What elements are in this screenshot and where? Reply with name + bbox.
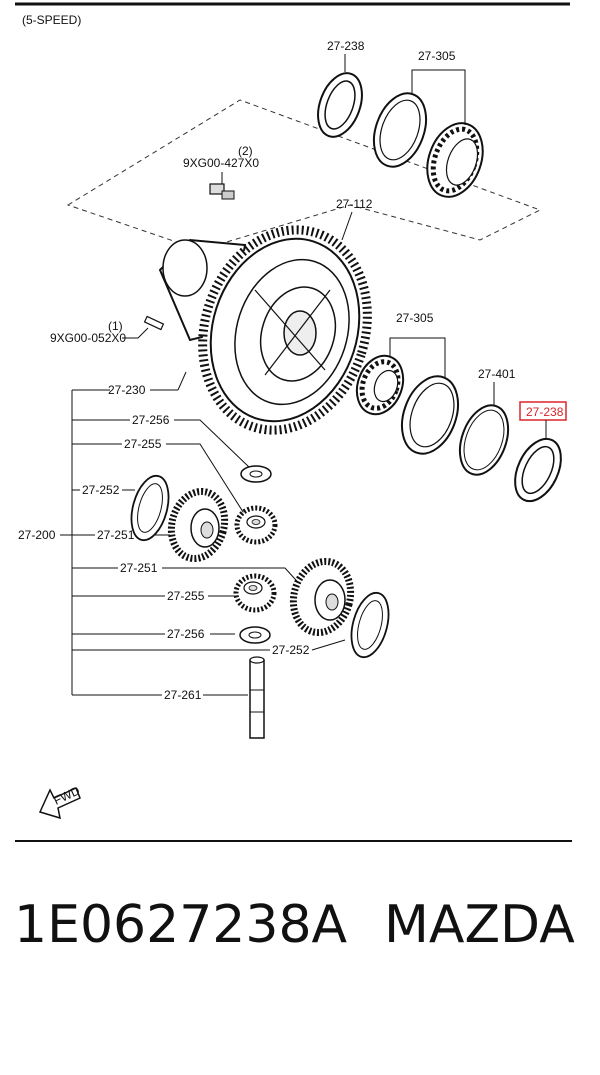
pinion-shaft — [249, 656, 265, 739]
bearing-mid-race — [400, 375, 460, 455]
side-gear-a — [167, 487, 229, 563]
ring-gear-assembly — [158, 225, 372, 435]
bearing-top-rollers — [426, 122, 484, 198]
exploded-parts-diagram: (5-SPEED) 27-238 27-305 (2) 9XG00-427X0 … — [15, 2, 572, 842]
thrust-washer-b — [350, 591, 390, 659]
label-gear-a: 27-255 — [124, 437, 162, 451]
label-bolt-part: 9XG00-427X0 — [183, 156, 259, 170]
label-pin-qty: (1) — [108, 319, 123, 333]
shim — [458, 404, 510, 476]
label-ring-gear: 27-112 — [336, 197, 373, 211]
caption: 1E0627238A MAZDA — [14, 895, 594, 975]
pinion-gear-a — [234, 505, 278, 545]
bolt — [209, 183, 235, 200]
label-shim: 27-401 — [478, 367, 516, 381]
bearing-mid-rollers — [355, 354, 405, 416]
part-number: 1E0627238A — [14, 895, 348, 955]
label-side-gear-a: 27-251 — [97, 528, 135, 542]
label-case: 27-230 — [108, 383, 146, 397]
pinion-gear-b — [233, 573, 277, 613]
pin — [143, 315, 165, 331]
oil-seal-highlighted — [514, 437, 562, 503]
side-gear-b — [289, 557, 355, 637]
label-thrust-a: 27-252 — [82, 483, 120, 497]
label-side-gear-b: 27-251 — [120, 561, 158, 575]
bearing-top-race — [372, 92, 428, 168]
brand-name: MAZDA — [384, 895, 575, 955]
label-washer-a: 27-256 — [132, 413, 170, 427]
fwd-arrow-icon: FWD — [38, 783, 82, 820]
washer-b — [239, 626, 271, 644]
washer-a — [240, 465, 272, 483]
label-thrust-b: 27-252 — [272, 643, 310, 657]
label-washer-b: 27-256 — [167, 627, 205, 641]
thrust-washer-a — [130, 474, 170, 542]
label-bolt-qty: (2) — [238, 144, 253, 158]
label-gear-b: 27-255 — [167, 589, 205, 603]
label-shaft: 27-261 — [164, 688, 202, 702]
label-pin-part: 9XG00-052X0 — [50, 331, 126, 345]
label-bearing-mid: 27-305 — [396, 311, 434, 325]
variant-label: (5-SPEED) — [22, 13, 81, 27]
label-seal-top: 27-238 — [327, 39, 365, 53]
oil-seal-top — [317, 72, 363, 138]
label-seal-highlight: 27-238 — [526, 405, 564, 419]
label-group: 27-200 — [18, 528, 56, 542]
label-bearing-top: 27-305 — [418, 49, 456, 63]
bolt-group-dashed-box — [66, 99, 542, 251]
highlight-box — [519, 401, 567, 421]
